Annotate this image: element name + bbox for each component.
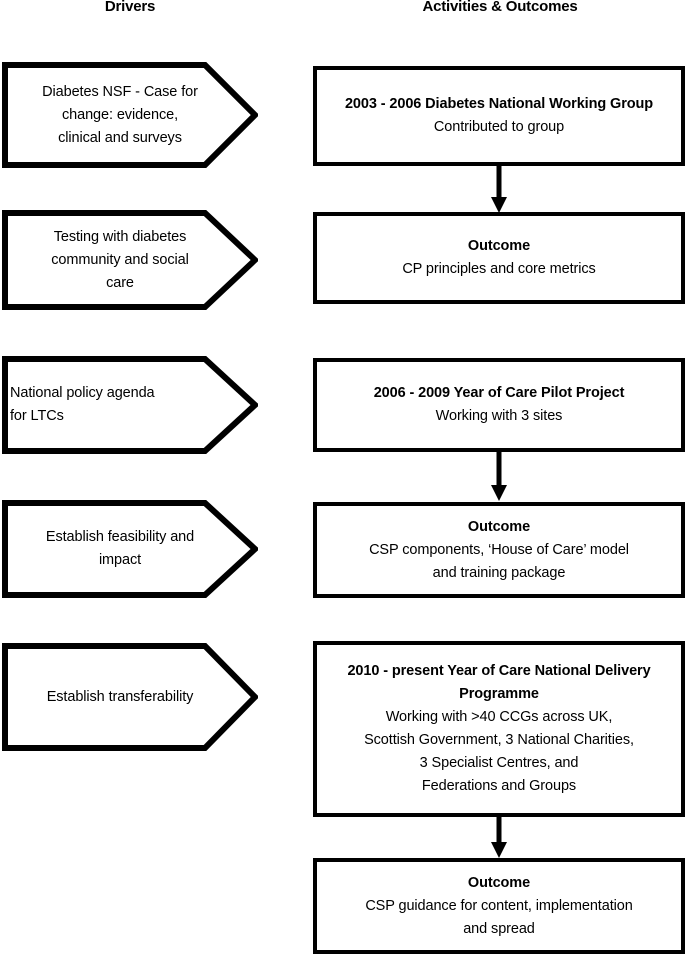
column-header-activities-outcomes: Activities & Outcomes xyxy=(422,0,578,15)
activity-2006-2009[interactable]: 2006 - 2009 Year of Care Pilot Project W… xyxy=(313,358,685,452)
activity-2010-present[interactable]: 2010 - present Year of Care National Del… xyxy=(313,641,685,817)
outcome-csp-guidance[interactable]: Outcome CSP guidance for content, implem… xyxy=(313,858,685,954)
connector-pilot-to-outcome xyxy=(488,452,510,502)
outcome-cp-principles[interactable]: Outcome CP principles and core metrics xyxy=(313,212,685,304)
down-arrow-icon xyxy=(491,452,507,501)
activity-2006-2009-title: 2006 - 2009 Year of Care Pilot Project xyxy=(373,385,625,401)
chevron-shape-icon xyxy=(2,500,258,598)
driver-transferability-label: Establish transferability xyxy=(46,688,194,705)
outcome-csp-guidance-title: Outcome xyxy=(467,874,531,891)
driver-testing-community[interactable]: Testing with diabetes community and soci… xyxy=(2,210,258,310)
chevron-shape-icon xyxy=(2,356,258,454)
outcome-csp-guidance-body-1: CSP guidance for content, implementation xyxy=(365,897,633,914)
outcome-csp-components-body-1: CSP components, ‘House of Care’ model xyxy=(369,541,629,558)
outcome-csp-components-body-2: and training package xyxy=(432,564,566,581)
outcome-cp-principles-body: CP principles and core metrics xyxy=(402,261,596,277)
activity-2010-present-text: 2010 - present Year of Care National Del… xyxy=(317,660,681,798)
chevron-shape-icon xyxy=(2,643,258,751)
driver-feasibility-impact[interactable]: Establish feasibility and impact xyxy=(2,500,258,598)
outcome-cp-principles-text: Outcome CP principles and core metrics xyxy=(394,235,603,281)
outcome-csp-guidance-body-2: and spread xyxy=(463,920,535,937)
activity-2010-present-body-4: Federations and Groups xyxy=(421,778,577,794)
activity-2010-present-body-3: 3 Specialist Centres, and xyxy=(419,755,579,771)
driver-diabetes-nsf[interactable]: Diabetes NSF - Case for change: evidence… xyxy=(2,62,258,168)
activity-2003-2006-text: 2003 - 2006 Diabetes National Working Gr… xyxy=(337,93,661,139)
driver-testing-community-label: Testing with diabetes community and soci… xyxy=(51,228,189,291)
activity-2003-2006-title: 2003 - 2006 Diabetes National Working Gr… xyxy=(344,96,654,112)
down-arrow-icon xyxy=(491,817,507,858)
activity-2006-2009-body: Working with 3 sites xyxy=(435,408,563,424)
outcome-csp-components-text: Outcome CSP components, ‘House of Care’ … xyxy=(361,516,637,585)
outcome-csp-components-title: Outcome xyxy=(467,518,531,535)
connector-working-group-to-outcome xyxy=(488,166,510,214)
activity-2010-present-body-1: Working with >40 CCGs across UK, xyxy=(385,709,613,725)
activity-2010-present-body-2: Scottish Government, 3 National Charitie… xyxy=(364,732,634,748)
driver-national-policy-label: National policy agenda for LTCs xyxy=(10,385,155,424)
chevron-shape-icon xyxy=(2,62,258,168)
connector-programme-to-outcome xyxy=(488,817,510,859)
chevron-shape-icon xyxy=(2,210,258,310)
outcome-csp-guidance-text: Outcome CSP guidance for content, implem… xyxy=(357,872,640,941)
activity-2003-2006[interactable]: 2003 - 2006 Diabetes National Working Gr… xyxy=(313,66,685,166)
driver-national-policy[interactable]: National policy agenda for LTCs xyxy=(2,356,258,454)
activity-2010-present-title: 2010 - present Year of Care National Del… xyxy=(347,663,651,702)
driver-feasibility-impact-label: Establish feasibility and impact xyxy=(45,529,195,568)
outcome-csp-components[interactable]: Outcome CSP components, ‘House of Care’ … xyxy=(313,502,685,598)
activity-2003-2006-body: Contributed to group xyxy=(433,119,565,135)
down-arrow-icon xyxy=(491,166,507,213)
column-header-drivers: Drivers xyxy=(104,0,156,15)
activity-2006-2009-text: 2006 - 2009 Year of Care Pilot Project W… xyxy=(366,382,633,428)
driver-diabetes-nsf-label: Diabetes NSF - Case for change: evidence… xyxy=(42,83,198,146)
driver-transferability[interactable]: Establish transferability xyxy=(2,643,258,751)
outcome-cp-principles-title: Outcome xyxy=(467,238,531,254)
